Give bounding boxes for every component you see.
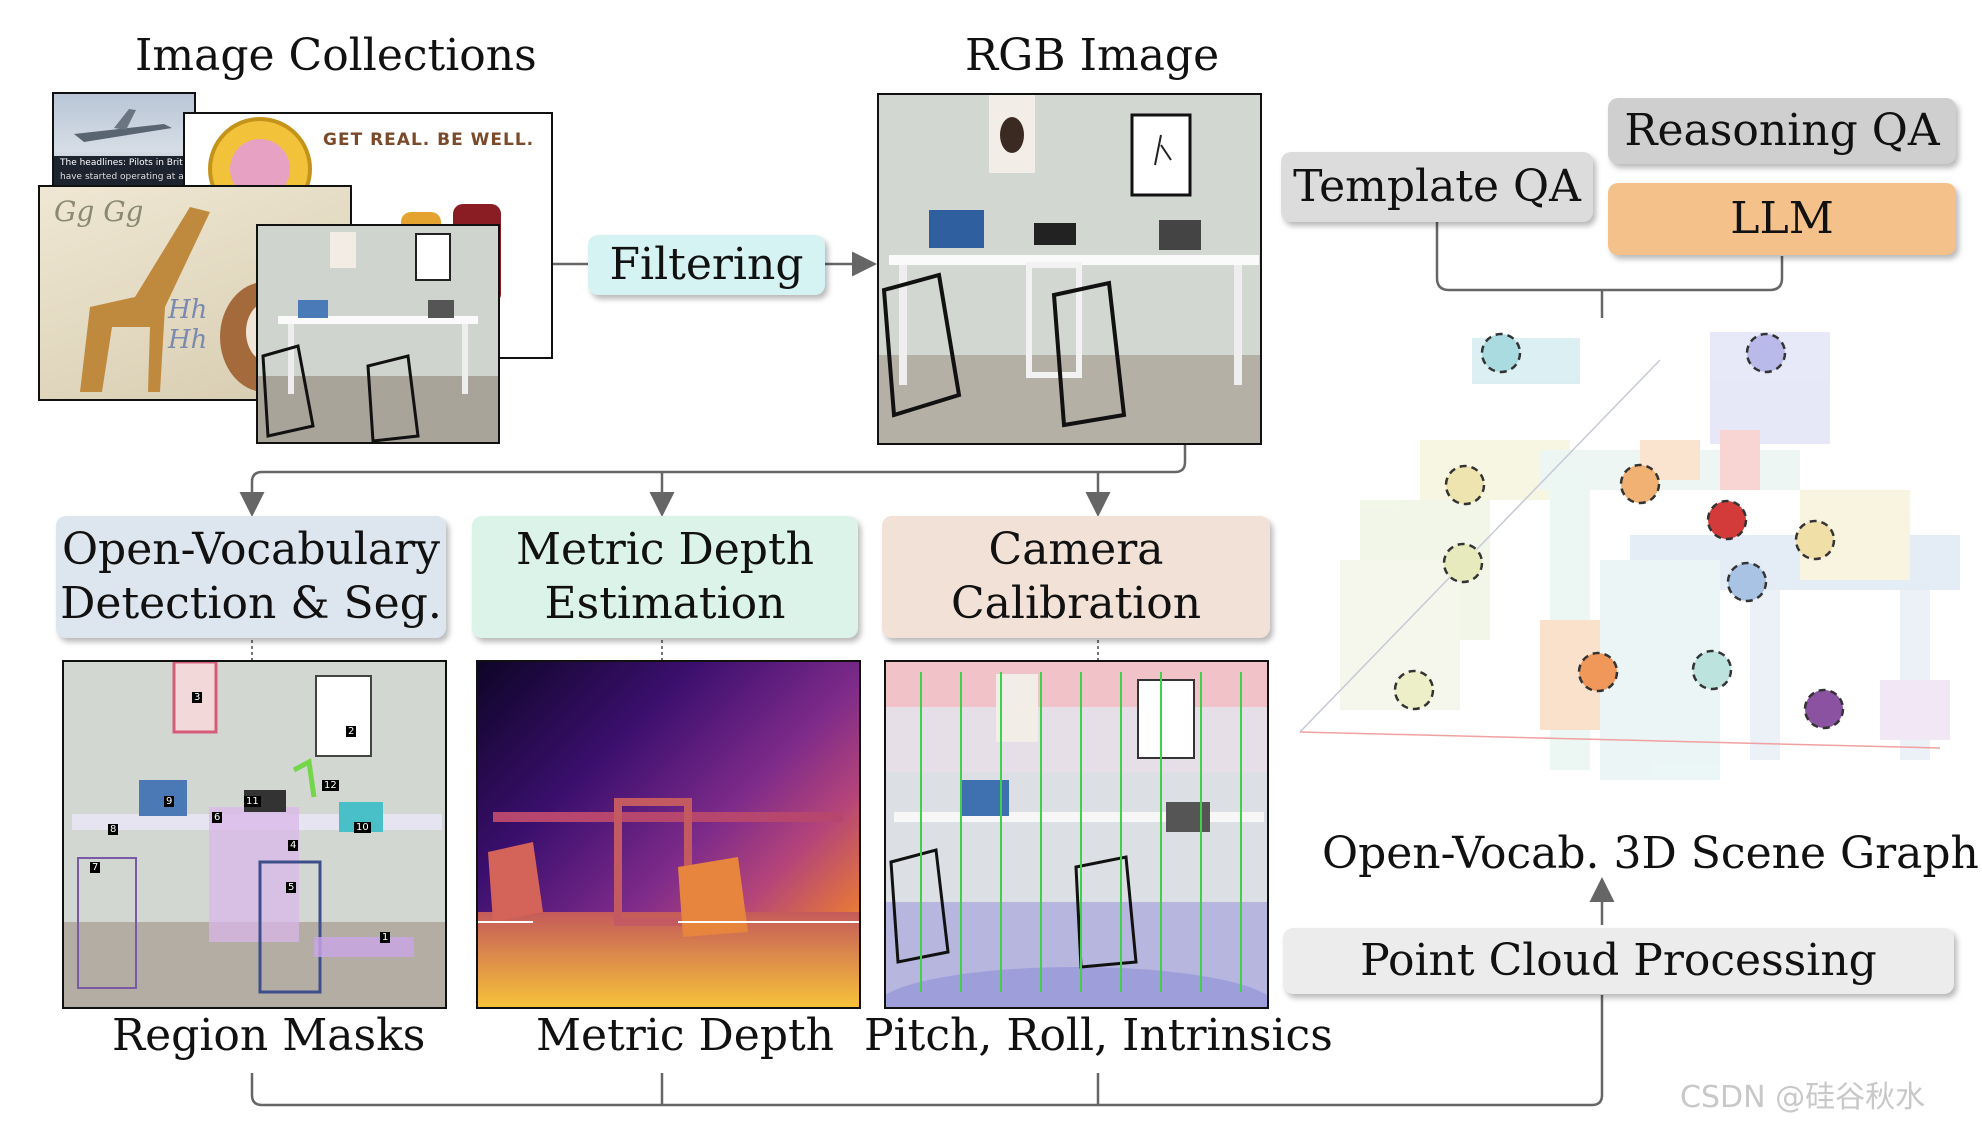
- region-masks-label: Region Masks: [112, 1010, 426, 1061]
- scene-graph-label: Open-Vocab. 3D Scene Graph: [1322, 828, 1979, 879]
- camera-calibration-box: Camera Calibration: [882, 516, 1270, 638]
- ov-detection-line1: Open-Vocabulary: [61, 524, 441, 576]
- metric-depth-line2: Estimation: [544, 578, 786, 629]
- collage-headline: The headlines: Pilots in Britain: [60, 158, 196, 168]
- camera-calibration-image: [884, 660, 1269, 1009]
- region-masks-image: 3 2 12 9 11 6 10 8 4 7 5 1: [62, 660, 447, 1009]
- reasoning-qa-label: Reasoning QA: [1624, 105, 1940, 157]
- mask-id-1: 1: [380, 932, 391, 943]
- ov-detection-line2: Detection & Seg.: [60, 578, 442, 629]
- collage-drone-photo: The headlines: Pilots in Britain have st…: [52, 92, 196, 191]
- collage-desk-photo: [256, 224, 500, 444]
- rgb-image: [877, 93, 1262, 445]
- pitch-roll-label: Pitch, Roll, Intrinsics: [864, 1010, 1333, 1061]
- collage-get-real: GET REAL. BE WELL.: [323, 130, 535, 150]
- collage-hh: Hh Hh: [168, 295, 208, 355]
- point-cloud-label: Point Cloud Processing: [1360, 935, 1877, 987]
- scene-graph-pointcloud: [1300, 332, 1960, 780]
- metric-depth-image: [476, 660, 861, 1009]
- camera-line2: Calibration: [950, 578, 1202, 629]
- point-cloud-box: Point Cloud Processing: [1283, 928, 1954, 994]
- mask-id-12: 12: [322, 780, 339, 791]
- camera-line1: Camera: [988, 524, 1164, 576]
- filtering-box: Filtering: [588, 235, 825, 295]
- reasoning-qa-box: Reasoning QA: [1608, 98, 1956, 164]
- watermark: CSDN @硅谷秋水: [1680, 1080, 1926, 1115]
- mask-id-5: 5: [286, 882, 297, 893]
- metric-depth-label: Metric Depth: [536, 1010, 835, 1061]
- metric-depth-box: Metric Depth Estimation: [472, 516, 858, 638]
- mask-id-3: 3: [192, 692, 203, 703]
- collage-gg: Gg Gg: [54, 195, 144, 228]
- mask-id-6: 6: [212, 812, 223, 823]
- rgb-image-title: RGB Image: [965, 30, 1220, 81]
- ov-detection-box: Open-Vocabulary Detection & Seg.: [56, 516, 446, 638]
- llm-box: LLM: [1608, 183, 1956, 255]
- collage-headline-2: have started operating at an: [60, 172, 190, 182]
- metric-depth-line1: Metric Depth: [515, 524, 814, 576]
- mask-id-2: 2: [346, 726, 357, 737]
- image-collections-title: Image Collections: [135, 30, 537, 81]
- llm-label: LLM: [1730, 193, 1834, 245]
- mask-id-7: 7: [90, 862, 101, 873]
- filtering-label: Filtering: [609, 239, 804, 291]
- mask-id-9: 9: [164, 796, 175, 807]
- mask-id-4: 4: [288, 840, 299, 851]
- mask-id-10: 10: [354, 822, 371, 833]
- mask-id-8: 8: [108, 824, 119, 835]
- mask-id-11: 11: [244, 796, 261, 807]
- template-qa-box: Template QA: [1281, 152, 1593, 222]
- template-qa-label: Template QA: [1293, 161, 1581, 213]
